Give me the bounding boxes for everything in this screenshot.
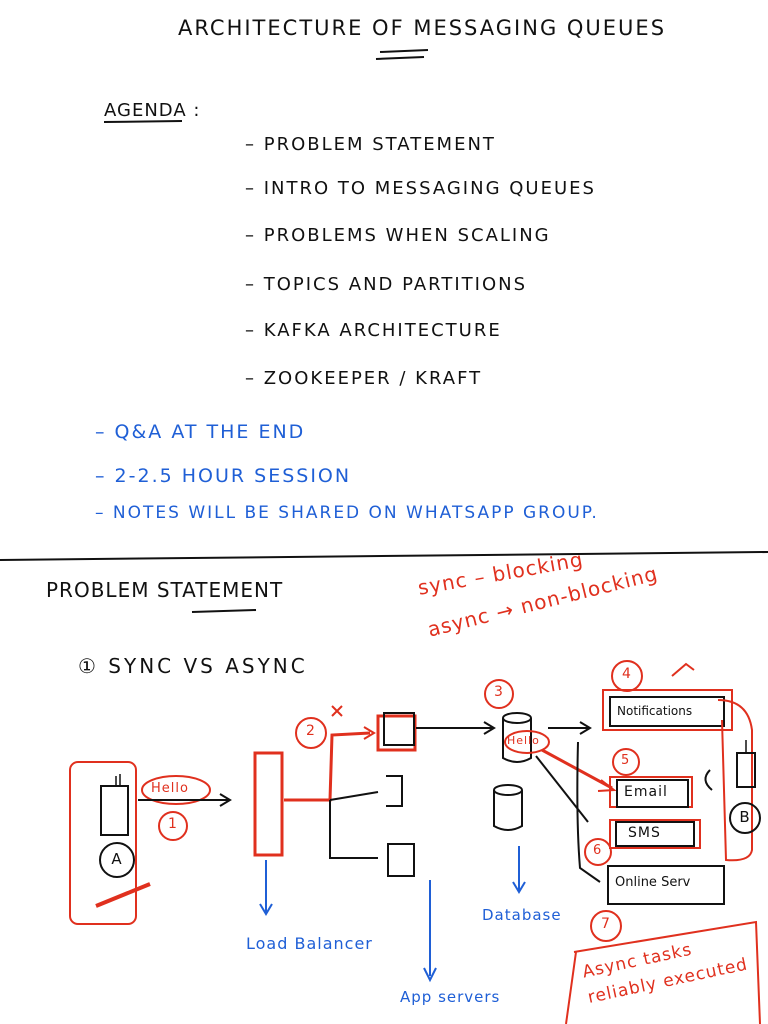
sms-box xyxy=(615,821,695,847)
app-server-2 xyxy=(386,775,403,807)
client-a-device xyxy=(100,785,129,836)
database-body xyxy=(502,718,532,763)
sms-label: SMS xyxy=(628,825,661,841)
online-service-label: Online Serv xyxy=(615,875,691,890)
step-3-label: 3 xyxy=(494,684,504,700)
client-a-antenna xyxy=(115,774,121,786)
step-5-circle xyxy=(612,748,640,776)
step-2-label: 2 xyxy=(306,723,316,739)
section-title: PROBLEM STATEMENT xyxy=(46,578,284,602)
step-6-circle xyxy=(584,838,612,866)
note-line: – NOTES WILL BE SHARED ON WHATSAPP GROUP… xyxy=(95,503,599,523)
agenda-item: – INTRO TO MESSAGING QUEUES xyxy=(245,178,596,199)
page-title: ARCHITECTURE OF MESSAGING QUEUES xyxy=(178,16,667,40)
step-1-circle xyxy=(158,811,188,841)
step-7-label: 7 xyxy=(601,916,611,932)
notifications-box xyxy=(609,696,725,727)
load-balancer-box xyxy=(253,751,284,857)
lb-to-server-1 xyxy=(284,731,371,802)
notifications-label: Notifications xyxy=(617,704,693,718)
agenda-item: – PROBLEMS WHEN SCALING xyxy=(245,225,551,246)
section-divider xyxy=(0,551,768,561)
lb-to-server-2 xyxy=(329,791,379,801)
agenda-underline xyxy=(103,120,183,123)
hello-bubble-db xyxy=(504,730,550,754)
load-balancer-label: Load Balancer xyxy=(246,934,373,953)
client-a-frame xyxy=(69,761,137,925)
title-underline xyxy=(375,49,429,60)
step-5-label: 5 xyxy=(621,753,631,768)
client-b-label: B xyxy=(739,808,751,826)
sms-frame xyxy=(609,819,701,849)
note-line: – 2-2.5 HOUR SESSION xyxy=(95,465,352,487)
hello-db-label: Hello xyxy=(507,734,540,747)
app-servers-label: App servers xyxy=(400,988,501,1006)
app-server-3 xyxy=(387,843,415,877)
lb-to-server-3 xyxy=(329,800,378,859)
agenda-item: – TOPICS AND PARTITIONS xyxy=(245,274,528,295)
hello-bubble xyxy=(141,775,211,805)
hello-label: Hello xyxy=(151,781,189,796)
online-service-box xyxy=(607,865,725,905)
agenda-label: AGENDA : xyxy=(104,100,201,121)
section-underline xyxy=(191,609,257,613)
note-line: – Q&A AT THE END xyxy=(95,421,306,443)
step-2-circle xyxy=(295,717,327,749)
agenda-item: – KAFKA ARCHITECTURE xyxy=(245,320,502,341)
step-3-circle xyxy=(484,679,514,709)
database-2-top xyxy=(493,784,523,796)
agenda-item: – PROBLEM STATEMENT xyxy=(245,134,496,155)
email-label: Email xyxy=(624,784,668,800)
step-6-label: 6 xyxy=(593,843,603,858)
notifications-frame xyxy=(602,689,733,731)
agenda-item: – ZOOKEEPER / KRAFT xyxy=(245,368,483,389)
async-tasks-frame xyxy=(565,920,761,1024)
step-4-label: 4 xyxy=(622,666,632,682)
step-1-label: 1 xyxy=(168,816,178,832)
client-a-circle xyxy=(99,842,135,878)
sync-vs-async-heading: ① SYNC VS ASYNC xyxy=(78,654,308,678)
step-7-circle xyxy=(590,910,622,942)
database-top xyxy=(502,712,532,724)
client-a-strike xyxy=(95,882,151,908)
client-b-circle xyxy=(729,802,761,834)
email-box xyxy=(616,779,689,808)
client-b-frame xyxy=(717,699,753,862)
database-2-body xyxy=(493,790,523,831)
database-label: Database xyxy=(482,906,562,924)
client-a-label: A xyxy=(111,850,123,868)
